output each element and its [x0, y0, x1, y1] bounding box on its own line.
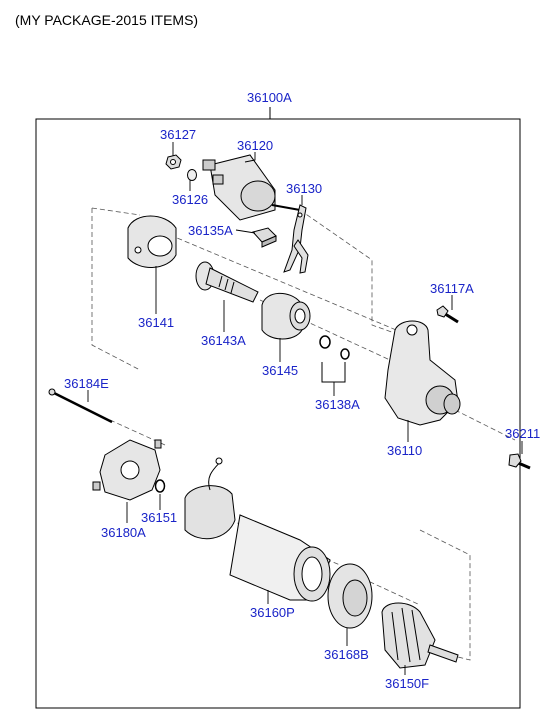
part-label-36117A[interactable]: 36117A: [430, 281, 474, 296]
gear-housing-36141-icon: [127, 215, 177, 268]
plate-36168B-icon: [327, 563, 373, 629]
rear-bracket-36180A-icon: [92, 439, 162, 501]
part-label-36127[interactable]: 36127: [160, 127, 197, 142]
yoke-36160P-icon: [229, 514, 331, 602]
part-label-36184E[interactable]: 36184E: [64, 376, 109, 391]
assembly-frame: [35, 118, 521, 709]
part-label-36211[interactable]: 36211: [505, 426, 541, 441]
through-bolt-36184E-icon: [48, 388, 113, 424]
armature-36150F-icon: [381, 602, 459, 669]
part-label-36126[interactable]: 36126: [172, 192, 209, 207]
pad-36135A-icon: [252, 227, 277, 248]
leader-lines: [87, 142, 523, 675]
nut-36127-icon: [165, 154, 182, 170]
ring-36138A-a-icon: [319, 335, 331, 349]
solenoid-36120-icon: [202, 154, 301, 221]
part-label-36138A[interactable]: 36138A: [315, 397, 360, 412]
part-label-36141[interactable]: 36141: [138, 315, 175, 330]
part-label-36135A[interactable]: 36135A: [188, 223, 233, 238]
front-housing-36110-icon: [384, 320, 461, 426]
part-label-36160P[interactable]: 36160P: [250, 605, 295, 620]
bracket-36138A: [321, 362, 346, 383]
brush-holder-icon: [184, 457, 236, 540]
bolt-36117A-icon: [436, 305, 459, 324]
shaft-36143A-icon: [195, 261, 259, 303]
page-title: (MY PACKAGE-2015 ITEMS): [15, 12, 199, 28]
ring-36138A-b-icon: [340, 348, 350, 360]
clutch-36145-icon: [261, 292, 311, 340]
part-label-36145[interactable]: 36145: [262, 363, 299, 378]
washer-36151-icon: [154, 479, 166, 493]
washer-36126-icon: [187, 169, 197, 181]
bolt-36211-icon: [508, 453, 531, 470]
part-label-36100A[interactable]: 36100A: [247, 90, 292, 105]
part-label-36143A[interactable]: 36143A: [201, 333, 246, 348]
shift-lever-36130-icon: [283, 204, 309, 274]
part-label-36180A[interactable]: 36180A: [101, 525, 146, 540]
part-label-36168B[interactable]: 36168B: [324, 647, 369, 662]
part-label-36151[interactable]: 36151: [141, 510, 178, 525]
part-label-36110[interactable]: 36110: [387, 443, 423, 458]
part-label-36120[interactable]: 36120: [237, 138, 274, 153]
part-label-36150F[interactable]: 36150F: [385, 676, 430, 691]
part-label-36130[interactable]: 36130: [286, 181, 323, 196]
